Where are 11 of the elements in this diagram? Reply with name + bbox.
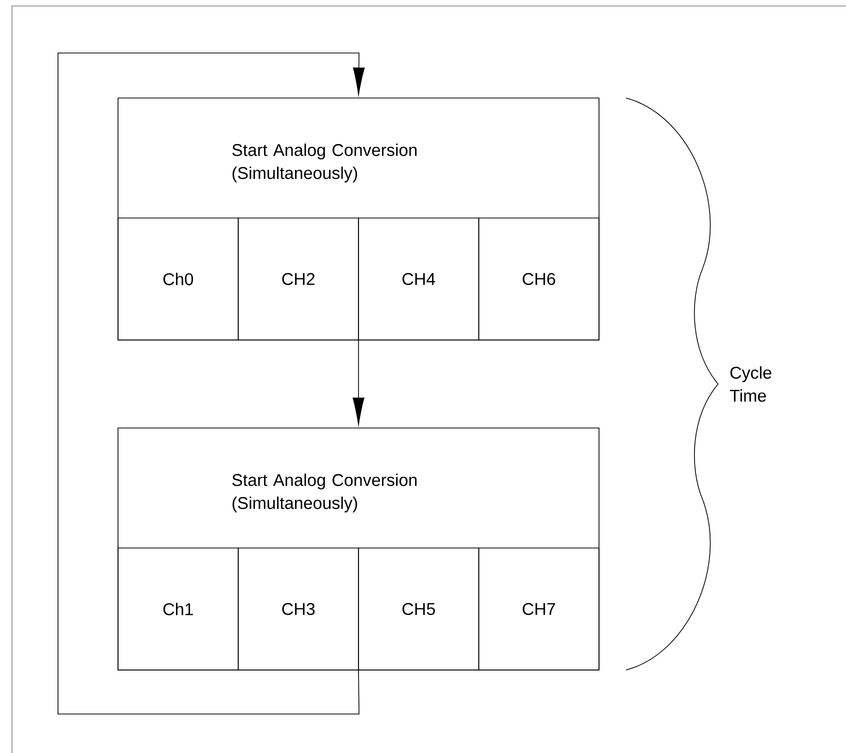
channel-cell: CH4 — [358, 218, 480, 340]
channel-cell: CH3 — [238, 548, 359, 670]
channel-cell: Ch0 — [118, 218, 239, 340]
channel-cell: CH2 — [238, 218, 359, 340]
channel-cell: Ch1 — [118, 548, 239, 670]
arrow — [58, 52, 365, 714]
channel-cell: CH6 — [478, 218, 600, 340]
channel-cell: CH7 — [478, 548, 600, 670]
brace-label: Cycle Time — [730, 366, 772, 402]
arrow — [352, 340, 364, 425]
channel-cell: CH5 — [358, 548, 480, 670]
